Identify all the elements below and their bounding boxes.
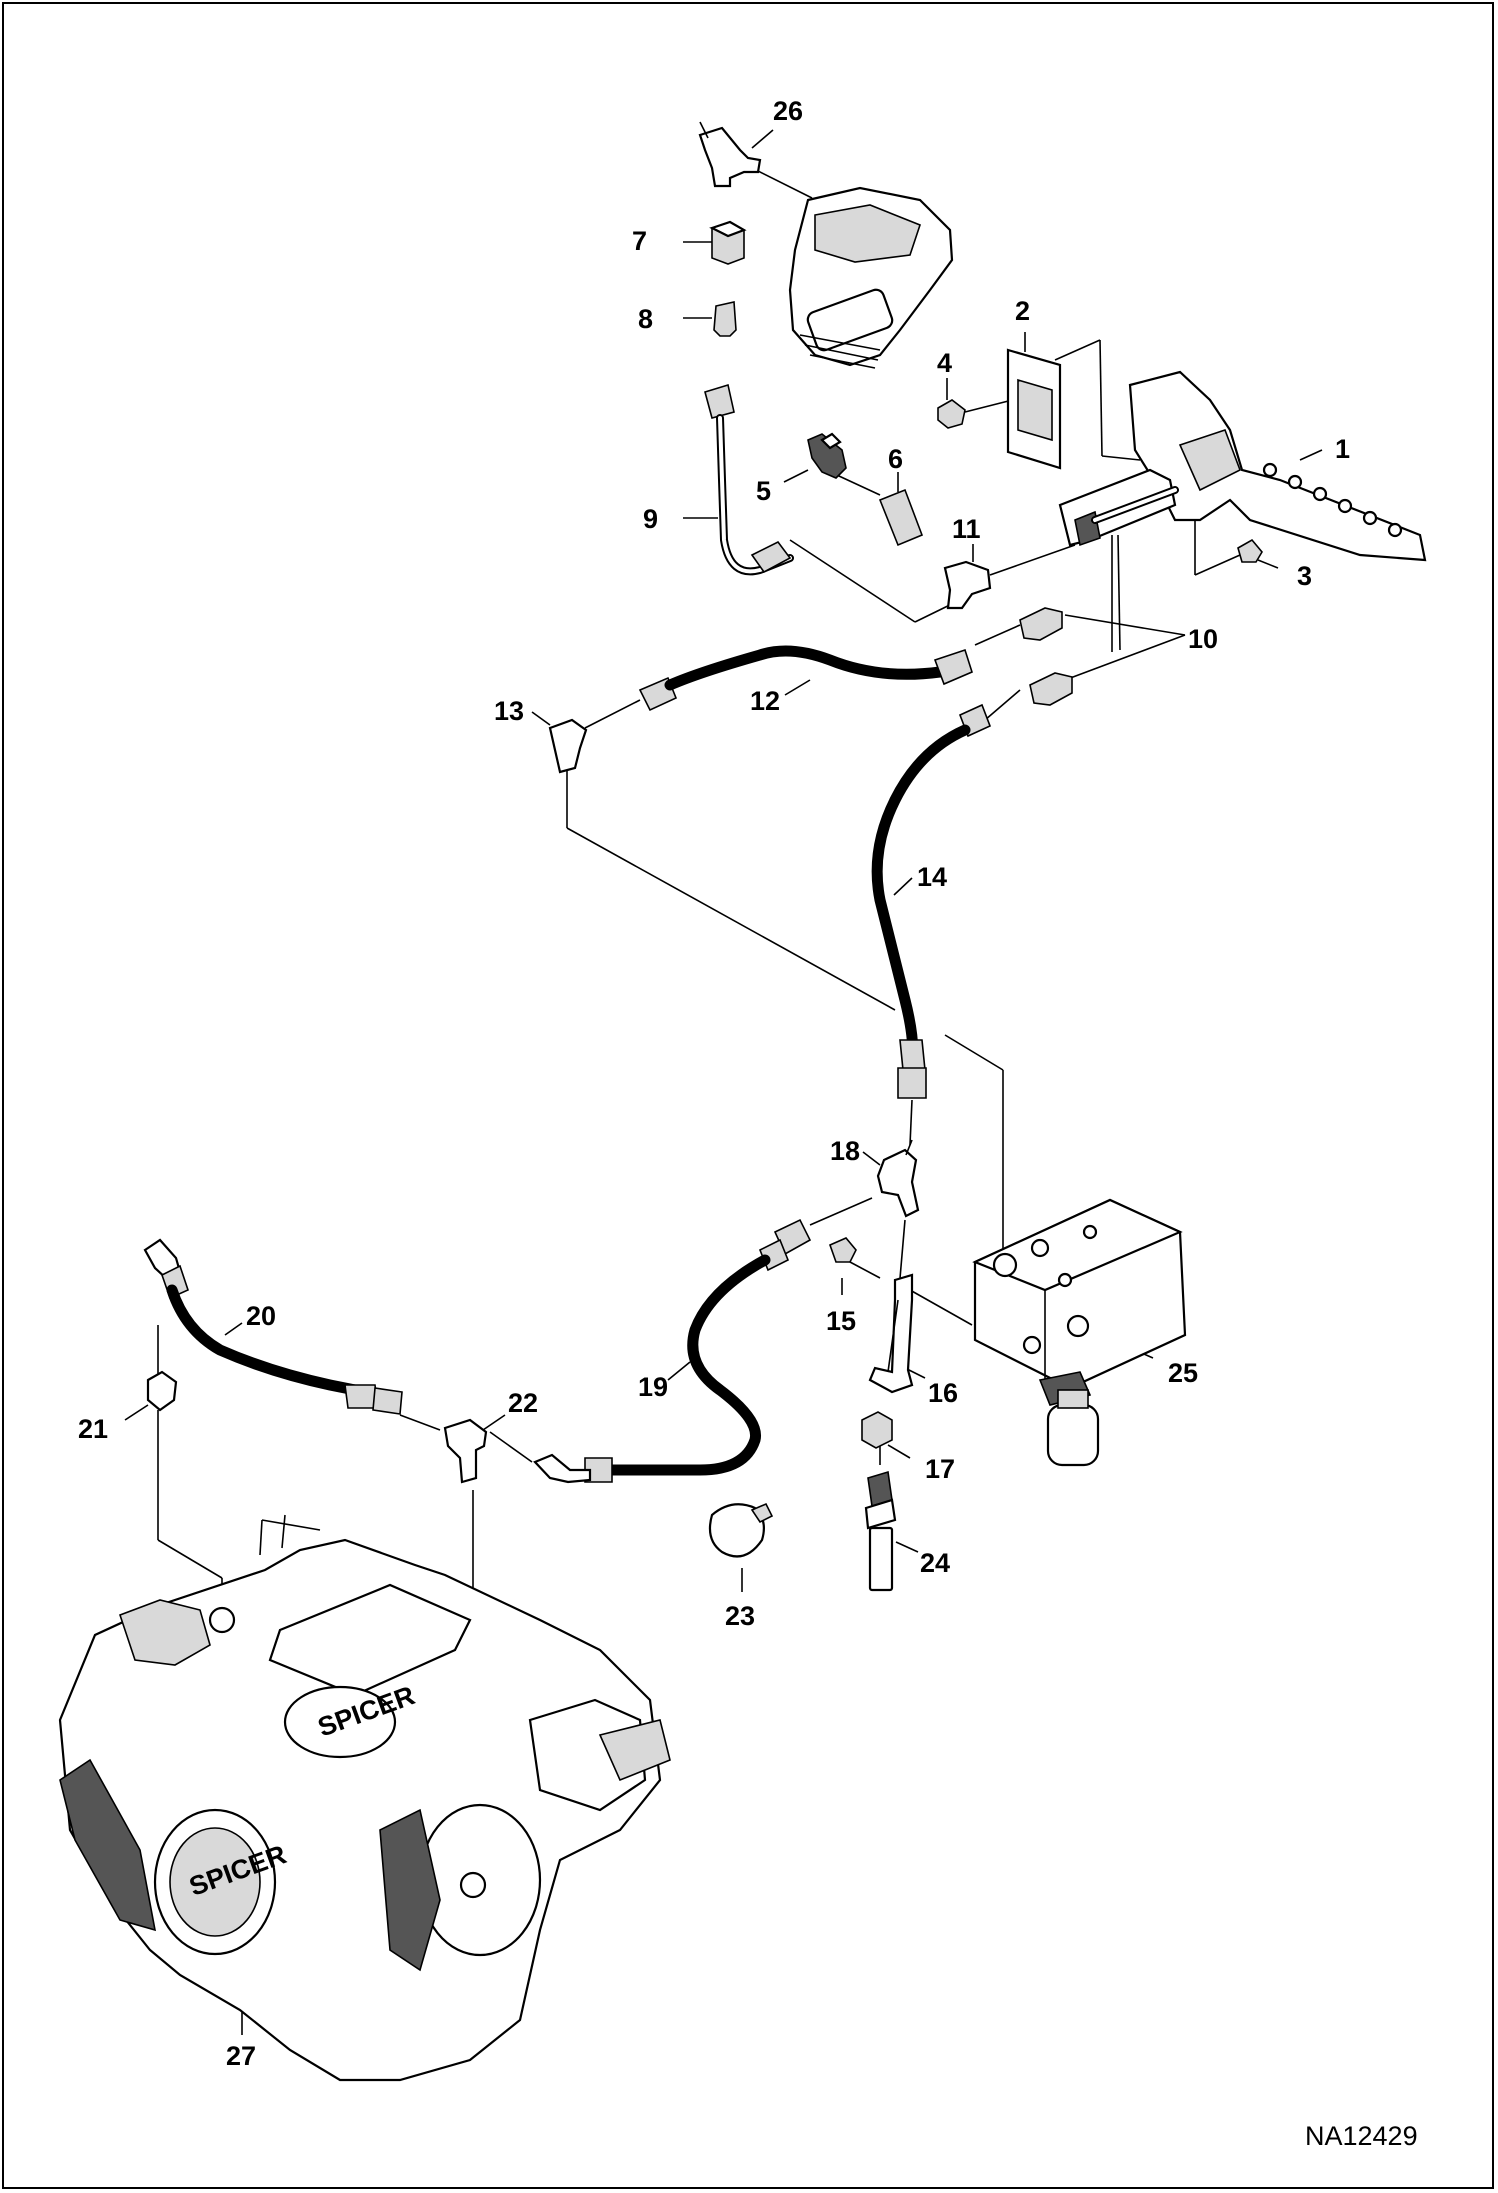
- part-27-pump: SPICER SPICER: [58, 1514, 671, 2082]
- part-3-bolt: [1237, 538, 1263, 563]
- callout-22: 22: [508, 1388, 538, 1418]
- part-10-fittings: [1019, 607, 1073, 706]
- part-15-bolt: [828, 1237, 857, 1263]
- callout-15: 15: [826, 1306, 856, 1336]
- part-21-fitting: [146, 1370, 178, 1412]
- callout-8: 8: [638, 304, 653, 334]
- part-24-tube: [864, 1470, 897, 1592]
- callout-18: 18: [830, 1136, 860, 1166]
- callout-25: 25: [1168, 1358, 1198, 1388]
- callout-27: 27: [226, 2041, 256, 2071]
- drawing-number: NA12429: [1305, 2121, 1418, 2151]
- callout-21: 21: [78, 1414, 108, 1444]
- part-25-valve-block: [972, 1198, 1187, 1467]
- part-6-coupler: [878, 488, 924, 547]
- callout-numbers: 1 2 3 4 5 6 7 8 9 10 11 12 13 14 15 16 1…: [78, 96, 1350, 2071]
- part-5-pressure-switch: [807, 432, 847, 479]
- callout-13: 13: [494, 696, 524, 726]
- part-7-nut: [709, 220, 747, 265]
- part-23-clamp: [708, 1502, 774, 1558]
- part-26-tee-fitting: [698, 121, 762, 188]
- callout-7: 7: [632, 226, 647, 256]
- callout-12: 12: [750, 686, 780, 716]
- callout-5: 5: [756, 476, 771, 506]
- part-2-plate: [1006, 348, 1062, 470]
- part-13-elbow: [548, 718, 588, 774]
- part-12-hose: [638, 645, 973, 712]
- callout-14: 14: [917, 862, 947, 892]
- callout-24: 24: [920, 1548, 950, 1578]
- part-11-elbow-fitting: [943, 560, 992, 610]
- part-14-hose: [871, 703, 992, 1099]
- callout-3: 3: [1297, 561, 1312, 591]
- part-8-sleeve: [713, 301, 737, 337]
- part-16-bracket: [868, 1273, 914, 1394]
- callout-4: 4: [937, 348, 952, 378]
- callout-19: 19: [638, 1372, 668, 1402]
- callout-11: 11: [952, 514, 981, 544]
- callout-17: 17: [925, 1454, 955, 1484]
- callout-26: 26: [773, 96, 803, 126]
- orbital-motor: [788, 186, 954, 369]
- part-4-bolt: [937, 399, 966, 429]
- callout-16: 16: [928, 1378, 958, 1408]
- part-18-tee: [876, 1139, 920, 1218]
- callout-1: 1: [1335, 434, 1350, 464]
- callout-2: 2: [1015, 296, 1030, 326]
- callout-9: 9: [643, 504, 658, 534]
- part-17-nut: [861, 1411, 893, 1449]
- part-9-tube: [704, 383, 794, 576]
- part-20-hose: [143, 1238, 403, 1415]
- callout-10: 10: [1188, 624, 1218, 654]
- callout-20: 20: [246, 1301, 276, 1331]
- part-22-tee: [443, 1418, 488, 1484]
- callout-6: 6: [888, 444, 903, 474]
- part-1-pedal-assembly: [1058, 370, 1427, 562]
- part-19-hose: [533, 1218, 812, 1484]
- callout-23: 23: [725, 1601, 755, 1631]
